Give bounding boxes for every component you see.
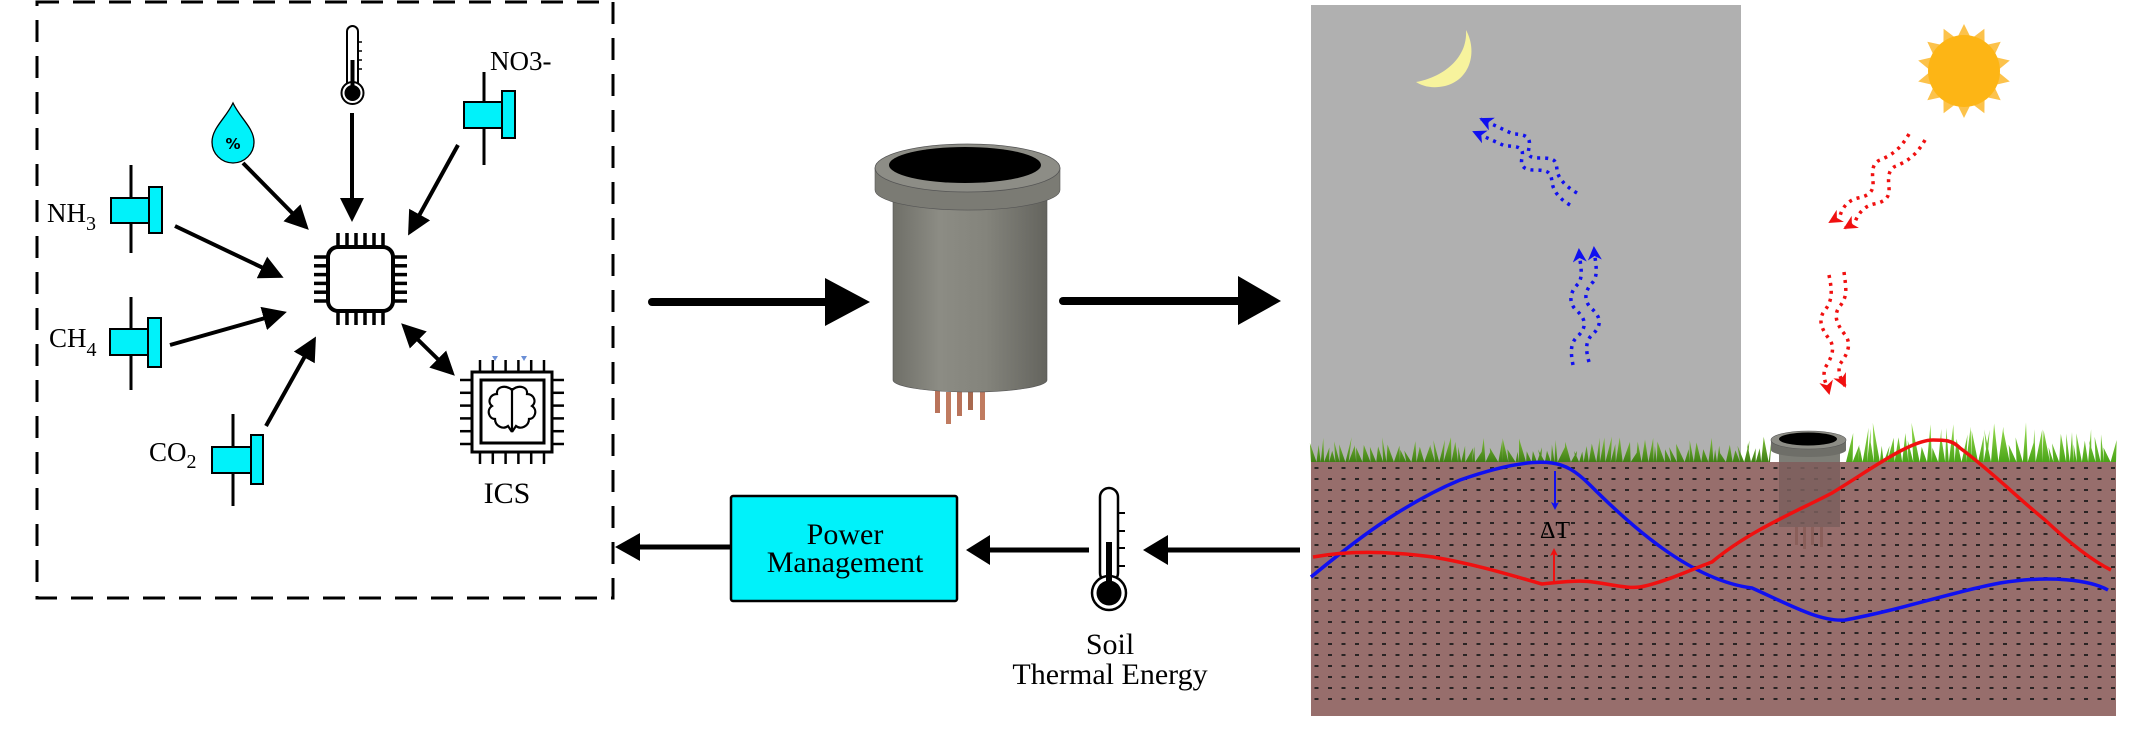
radiation-arrow-up: [1584, 246, 1602, 363]
teg-sensor-device-icon: [874, 143, 1061, 424]
thermometer-icon: [340, 25, 365, 105]
delta-t-indicator: ΔT: [1540, 471, 1570, 584]
co2-sensor: CO2: [149, 336, 316, 506]
night-radiation-arrows: [1472, 117, 1602, 366]
nh3-label: NH3: [47, 198, 96, 235]
moisture-sensor: %: [211, 101, 309, 230]
device-pins: [935, 388, 985, 424]
power-management-line2: Management: [767, 546, 924, 579]
delta-t-label: ΔT: [1540, 518, 1570, 544]
arrow-moisture-to-mcu: [241, 161, 309, 230]
arrow-thermal-to-power: [966, 535, 1089, 565]
humidity-drop-icon: [211, 101, 255, 164]
no3-sensor: NO3-: [408, 46, 552, 236]
temperature-sensor: [340, 25, 365, 222]
day-radiation-arrows: [1819, 133, 1927, 395]
radiation-arrow-up: [1479, 117, 1578, 195]
co2-label: CO2: [149, 437, 197, 473]
cold-temperature-curve: [1309, 460, 2109, 622]
sensor-module: % NH3 CH4: [35, 0, 615, 600]
ai-brain-chip-icon: [460, 356, 564, 464]
warm-temperature-curve: [1312, 438, 2112, 590]
power-management-block: Power Management: [729, 494, 959, 603]
arrow-mcu-ics-bidirectional: [401, 323, 455, 376]
ch4-sensor: CH4: [49, 297, 287, 390]
power-management-line1: Power: [807, 518, 884, 551]
sun-icon: [1918, 24, 2010, 118]
brain-icon: [487, 385, 537, 433]
soil-thermal-energy: Soil Thermal Energy: [1012, 486, 1208, 691]
ics-processor: ICS: [460, 356, 564, 510]
radiation-arrow-down: [1819, 274, 1835, 395]
arrow-nh3-to-mcu: [174, 224, 284, 279]
sensor-module-border: [35, 0, 615, 600]
soil-thermal-label-line2: Thermal Energy: [1012, 658, 1207, 691]
thermometer-icon: [1090, 486, 1128, 612]
moisture-percent-label: %: [225, 135, 240, 153]
arrow-module-to-device: [648, 278, 870, 326]
ics-label: ICS: [484, 477, 531, 510]
arrow-ch4-to-mcu: [169, 306, 287, 347]
buried-device-icon: [1770, 430, 1847, 549]
ch4-label: CH4: [49, 323, 97, 361]
arrow-co2-to-mcu: [264, 336, 316, 427]
no3-label: NO3-: [490, 46, 552, 76]
radiation-arrow-down: [1828, 133, 1911, 224]
night-sky-panel: [1311, 5, 1741, 462]
field-scene: ΔT: [1309, 5, 2117, 716]
grass-strip: [1309, 422, 2117, 462]
arrow-power-to-module: [615, 533, 730, 561]
soil-layer: [1311, 462, 2116, 716]
arrow-soil-to-thermal: [1143, 535, 1300, 565]
nh3-sensor: NH3: [47, 165, 284, 279]
soil-thermal-label-line1: Soil: [1086, 628, 1134, 661]
radiation-arrow-down: [1833, 271, 1851, 388]
arrow-no3-to-mcu: [408, 144, 460, 236]
radiation-arrow-down: [1843, 139, 1927, 230]
microcontroller-icon: [314, 233, 407, 325]
moon-icon: [1416, 30, 1472, 88]
arrow-device-to-field: [1059, 276, 1281, 325]
